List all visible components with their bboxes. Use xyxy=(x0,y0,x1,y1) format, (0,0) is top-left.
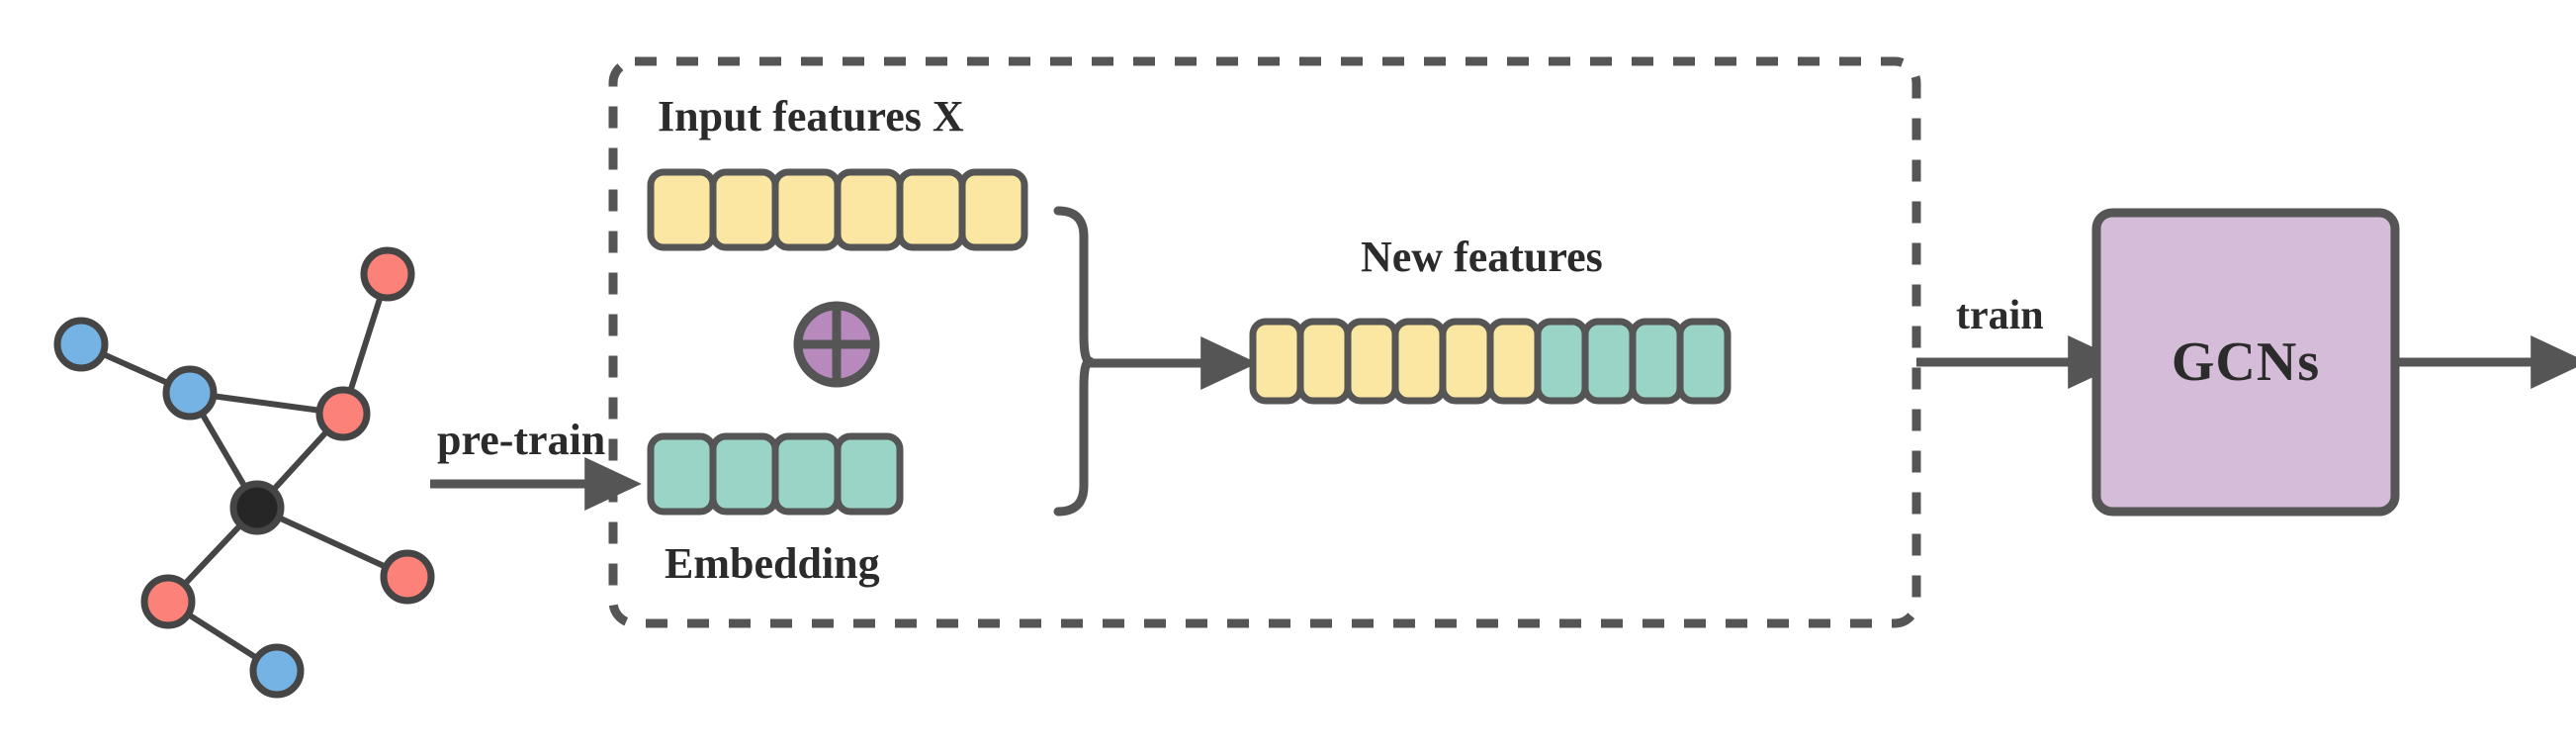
merge-brace xyxy=(1053,206,1095,517)
graph-edges xyxy=(79,273,409,674)
new-feature-cell-1 xyxy=(1249,318,1304,405)
pre-train-label: pre-train xyxy=(437,416,606,464)
new-features-label: New features xyxy=(1361,233,1603,281)
graph-node-n7[interactable] xyxy=(380,549,435,605)
graph-node-n3[interactable] xyxy=(360,246,415,302)
input-features-row xyxy=(647,168,1028,251)
embedding-label: Embedding xyxy=(665,539,880,588)
new-features-row xyxy=(1249,318,1732,405)
gcns-label: GCNs xyxy=(2171,331,2321,393)
input-feature-cell-3 xyxy=(771,168,842,251)
graph-node-n8[interactable] xyxy=(249,643,305,699)
new-feature-cell-4 xyxy=(1391,318,1447,405)
graph-node-n1[interactable] xyxy=(53,317,109,372)
embedding-row xyxy=(647,432,904,516)
plus-circle-icon xyxy=(793,301,880,388)
train-label: train xyxy=(1956,293,2044,338)
new-feature-cell-9 xyxy=(1629,318,1684,405)
graph-nodes xyxy=(53,246,435,699)
input-features-label: Input features X xyxy=(658,92,964,141)
embedding-cell-1 xyxy=(647,432,717,516)
graph-node-n4[interactable] xyxy=(315,386,371,441)
new-feature-cell-2 xyxy=(1296,318,1352,405)
new-feature-cell-5 xyxy=(1439,318,1494,405)
new-feature-cell-8 xyxy=(1581,318,1637,405)
pretrain-dashed-panel xyxy=(608,56,1921,628)
graph-node-n2[interactable] xyxy=(162,365,218,421)
new-feature-cell-7 xyxy=(1534,318,1589,405)
input-feature-cell-4 xyxy=(834,168,904,251)
new-feature-cell-6 xyxy=(1486,318,1542,405)
embedding-cell-2 xyxy=(709,432,779,516)
graph-edge xyxy=(255,505,409,580)
embedding-cell-3 xyxy=(771,432,842,516)
new-feature-cell-10 xyxy=(1676,318,1732,405)
input-feature-cell-2 xyxy=(709,168,779,251)
input-feature-cell-5 xyxy=(896,168,966,251)
new-feature-cell-3 xyxy=(1344,318,1399,405)
input-feature-cell-1 xyxy=(647,168,717,251)
input-feature-cell-6 xyxy=(958,168,1028,251)
graph-node-n6[interactable] xyxy=(140,574,196,629)
embedding-cell-4 xyxy=(834,432,904,516)
graph-node-n5[interactable] xyxy=(229,480,285,535)
